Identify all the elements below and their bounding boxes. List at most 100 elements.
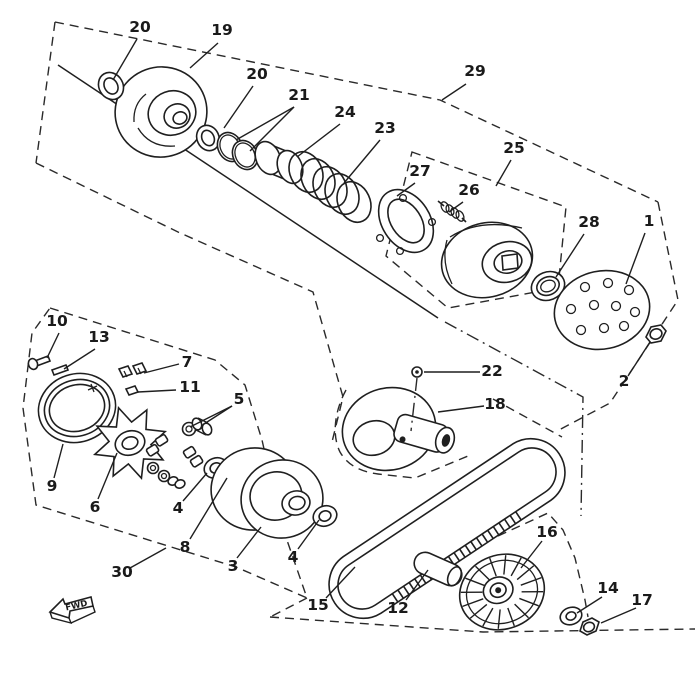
fan-fin: [519, 597, 539, 607]
leader-line-11: [137, 389, 177, 393]
fwd-arrow-label: FWD: [65, 599, 89, 614]
part-label-22: 22: [481, 362, 503, 380]
leader-line-17: [600, 607, 637, 624]
fan-fin: [521, 590, 544, 593]
part-5-rollers: [181, 417, 213, 437]
part-4-bearing-right: [312, 504, 338, 528]
belt-tooth: [503, 518, 511, 528]
part-label-29: 29: [464, 62, 486, 80]
part-2-nut: [645, 324, 667, 344]
part-7-slider-guides: [117, 362, 148, 378]
part-28-oil-seal: [530, 270, 566, 302]
part-25-clutch-carrier: [440, 221, 534, 299]
part-label-15: 15: [307, 596, 329, 614]
leader-line-21: [249, 106, 295, 152]
belt-tooth: [475, 537, 483, 547]
leader-line-4: [182, 472, 208, 502]
belt-tooth: [458, 548, 466, 558]
fan-fin: [497, 609, 501, 629]
part-label-28: 28: [578, 213, 600, 231]
part-21-shim-rings: [216, 131, 259, 171]
fwd-arrow: FWD: [48, 596, 96, 625]
leader-line-12: [405, 569, 429, 601]
part-label-14: 14: [597, 579, 619, 597]
leader-line-30: [129, 547, 167, 569]
lower-left-assembly-boundary: [22, 307, 309, 600]
part-label-30: 30: [111, 563, 133, 581]
part-label-12: 12: [387, 599, 409, 617]
part-label-21: 21: [288, 86, 310, 104]
part-17-nut: [579, 617, 600, 636]
upper-assembly-boundary: [35, 21, 679, 443]
belt-tooth: [515, 511, 522, 521]
belt-tooth: [470, 541, 477, 551]
fan-fin: [482, 607, 494, 627]
part-16-fixed-drive-face-fan: [458, 553, 546, 631]
leader-line-21: [235, 106, 295, 141]
part-13-pin: [50, 363, 70, 377]
leader-line-20: [223, 85, 254, 129]
fan-fin: [507, 607, 515, 627]
fan-fin: [460, 591, 483, 594]
part-19-primary-sheave-plate: [114, 66, 208, 158]
fan-fins: [460, 555, 544, 629]
leader-line-19: [189, 42, 219, 69]
part-label-11: 11: [179, 378, 201, 396]
part-8-and-3-secondary-pulley: [210, 447, 324, 539]
belt-tooth: [453, 552, 461, 562]
part-label-25: 25: [503, 139, 525, 157]
part-label-4: 4: [173, 499, 184, 517]
leader-line-15: [325, 566, 356, 599]
fan-fin: [474, 565, 490, 581]
fan-fin: [516, 565, 535, 581]
leader-line-9: [53, 443, 64, 479]
part-label-13: 13: [88, 328, 110, 346]
leader-line-23: [343, 139, 381, 184]
belt-tooth: [492, 526, 500, 536]
belt-tooth: [498, 522, 506, 532]
part-label-20: 20: [246, 65, 268, 83]
belt-tooth: [419, 574, 427, 584]
leader-line-28: [555, 233, 585, 278]
fan-fin: [469, 603, 488, 619]
part-label-3: 3: [228, 557, 239, 575]
leader-line-7: [143, 363, 180, 374]
fan-fin: [503, 555, 507, 575]
part-10-bolt: [27, 354, 52, 371]
axis-centerline: [444, 321, 584, 517]
fan-fin: [510, 557, 522, 577]
leader-line-26: [448, 201, 464, 213]
part-1-drive-plate: [553, 269, 651, 351]
part-label-16: 16: [536, 523, 558, 541]
part-26-small-spring-screw: [437, 200, 467, 223]
leader-line-6: [97, 452, 118, 500]
leader-line-27: [396, 182, 416, 197]
part-label-1: 1: [644, 212, 655, 230]
part-27-gasket-plate: [375, 188, 437, 256]
part-20-seal-left: [97, 71, 125, 101]
belt-tooth: [487, 529, 494, 540]
leader-line-16: [520, 540, 543, 569]
part-label-26: 26: [458, 181, 480, 199]
leader-line-29: [441, 83, 467, 101]
part-24-spring-seat: [254, 140, 304, 185]
leader-line-3: [236, 526, 262, 559]
part-label-23: 23: [374, 119, 396, 137]
leader-line-13: [63, 348, 96, 370]
part-label-6: 6: [90, 498, 101, 516]
part-14-washer: [559, 606, 583, 626]
belt-tooth: [414, 578, 421, 588]
shaft-axis-line: [57, 64, 439, 319]
part-label-2: 2: [619, 372, 630, 390]
belt-tooth: [402, 585, 410, 595]
leader-line-2: [627, 341, 651, 377]
part-23-compression-spring: [288, 151, 372, 223]
part-label-24: 24: [334, 103, 356, 121]
leader-line-5: [189, 405, 233, 428]
belt-tooth: [397, 589, 405, 599]
leader-line-24: [296, 123, 341, 158]
leader-line-1: [625, 232, 646, 285]
fan-fin: [462, 598, 484, 608]
